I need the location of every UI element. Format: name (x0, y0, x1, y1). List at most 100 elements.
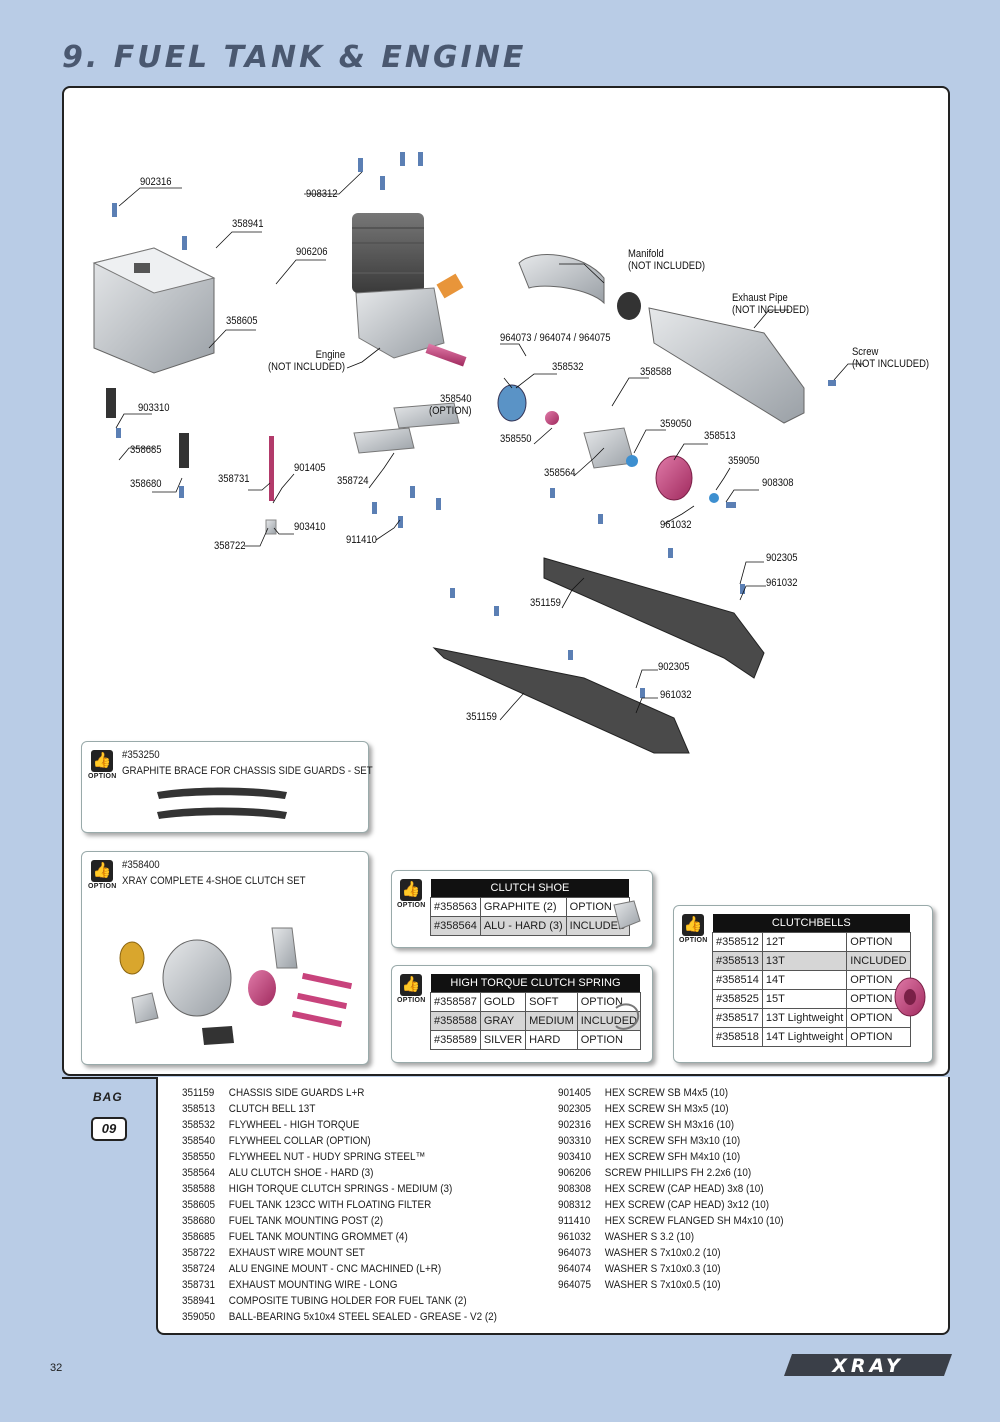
part-description: ALU CLUTCH SHOE - HARD (3) (228, 1167, 374, 1179)
page-title: 9. FUEL TANK & ENGINE (62, 40, 527, 75)
callout-358724: 358724 (337, 475, 369, 487)
table-row: #358563 GRAPHITE (2) OPTION (430, 897, 630, 917)
part-description: FLYWHEEL COLLAR (OPTION) (228, 1135, 371, 1147)
part-description: HEX SCREW FLANGED SH M4x10 (10) (604, 1215, 784, 1227)
part-code: 351159 (182, 1087, 215, 1099)
part-description: HEX SCREW SH M3x5 (10) (604, 1103, 729, 1115)
part-code: 903410 (558, 1151, 592, 1163)
callout-358722: 358722 (214, 540, 246, 552)
graphite-brace-option-box: 👍 OPTION #353250 GRAPHITE BRACE FOR CHAS… (81, 741, 373, 833)
part-code: 358532 (182, 1119, 216, 1131)
part-code: 358605 (182, 1199, 216, 1211)
clutch-set-option-box: 👍 OPTION #358400 XRAY COMPLETE 4-SHOE CL… (81, 851, 369, 1065)
part-description: WASHER S 7x10x0.3 (10) (604, 1263, 721, 1275)
clutch-shoe-header: CLUTCH SHOE (430, 879, 630, 898)
parts-list-item: 903410 HEX SCREW SFH M4x10 (10) (558, 1149, 784, 1165)
option-badge: 👍 OPTION (397, 879, 426, 909)
callout-359050-a: 359050 (660, 418, 692, 430)
part-code: 908308 (558, 1183, 592, 1195)
callout-908312: 908312 (306, 188, 338, 200)
callout-903410: 903410 (294, 521, 326, 533)
parts-list-left: 351159 CHASSIS SIDE GUARDS L+R 358513 CLUTC… (182, 1085, 532, 1325)
callout-906206: 906206 (296, 246, 328, 258)
callout-358513: 358513 (704, 430, 736, 442)
part-code: 358685 (182, 1231, 216, 1243)
callout-961032-a: 961032 (660, 519, 692, 531)
option-badge: 👍 OPTION (679, 914, 708, 944)
callout-manifold: Manifold (NOT INCLUDED) (628, 248, 706, 272)
clutch-shoe-option-box: 👍 OPTION CLUTCH SHOE #358563 GRAPHITE (2… (391, 870, 653, 948)
parts-list-item: 358588 HIGH TORQUE CLUTCH SPRINGS - MEDIU… (182, 1181, 497, 1197)
part-code: 358941 (182, 1295, 216, 1307)
option-badge: 👍 OPTION (397, 974, 426, 1004)
part-description: FLYWHEEL NUT - HUDY SPRING STEEL™ (228, 1151, 426, 1163)
part-description: HEX SCREW SFH M3x10 (10) (604, 1135, 741, 1147)
xray-logo: XRAY (784, 1354, 952, 1377)
part-description: BALL-BEARING 5x10x4 STEEL SEALED - GREAS… (228, 1311, 497, 1323)
part-code: 358513 (182, 1103, 216, 1115)
clutch-spring-option-box: 👍 OPTION HIGH TORQUE CLUTCH SPRING #3585… (391, 965, 653, 1063)
exploded-diagram-art (92, 152, 864, 754)
clutch-shoe-table: CLUTCH SHOE #358563 GRAPHITE (2) OPTION … (430, 879, 630, 936)
thumbs-up-icon: 👍 (91, 750, 113, 772)
brace-option-code: #353250 (122, 749, 160, 761)
part-code: 358588 (182, 1183, 216, 1195)
part-description: HEX SCREW SB M4x5 (10) (604, 1087, 729, 1099)
option-badge: 👍 OPTION (88, 750, 117, 780)
parts-list-item: 351159 CHASSIS SIDE GUARDS L+R (182, 1085, 497, 1101)
part-code: 964075 (558, 1279, 592, 1291)
option-badge: 👍 OPTION (88, 860, 117, 890)
callout-358605: 358605 (226, 315, 258, 327)
part-code: 901405 (558, 1087, 592, 1099)
bag-indicator: BAG 09 (62, 1077, 156, 1157)
callout-961032-c: 961032 (660, 689, 692, 701)
callout-358941: 358941 (232, 218, 264, 230)
part-description: EXHAUST WIRE MOUNT SET (228, 1247, 365, 1259)
parts-list-item: 964075 WASHER S 7x10x0.5 (10) (558, 1277, 784, 1293)
callout-358550: 358550 (500, 433, 532, 445)
part-code: 961032 (558, 1231, 592, 1243)
clutch-set-code: #358400 (122, 859, 160, 871)
part-description: HIGH TORQUE CLUTCH SPRINGS - MEDIUM (3) (228, 1183, 453, 1195)
part-description: WASHER S 7x10x0.5 (10) (604, 1279, 721, 1291)
callout-911410: 911410 (346, 534, 377, 546)
callout-358685: 358685 (130, 444, 162, 456)
part-code: 964074 (558, 1263, 592, 1275)
part-description: EXHAUST MOUNTING WIRE - LONG (228, 1279, 398, 1291)
callout-351159-b: 351159 (466, 711, 497, 723)
part-description: CLUTCH BELL 13T (228, 1103, 316, 1115)
part-description: ALU ENGINE MOUNT - CNC MACHINED (L+R) (228, 1263, 442, 1275)
thumbs-up-icon: 👍 (682, 914, 704, 936)
table-row: #358589 SILVER HARD OPTION (430, 1030, 641, 1050)
parts-list-item: 358513 CLUTCH BELL 13T (182, 1101, 497, 1117)
callout-964073: 964073 / 964074 / 964075 (500, 332, 611, 344)
part-code: 358540 (182, 1135, 216, 1147)
part-description: WASHER S 3.2 (10) (604, 1231, 695, 1243)
clutch-spring-table: HIGH TORQUE CLUTCH SPRING #358587 GOLD S… (430, 974, 641, 1050)
part-code: 908312 (558, 1199, 592, 1211)
part-description: CHASSIS SIDE GUARDS L+R (228, 1087, 365, 1099)
bag-number: 09 (91, 1117, 127, 1141)
part-description: HEX SCREW SFH M4x10 (10) (604, 1151, 741, 1163)
callout-358532: 358532 (552, 361, 584, 373)
parts-list-item: 961032 WASHER S 3.2 (10) (558, 1229, 784, 1245)
callout-358680: 358680 (130, 478, 162, 490)
part-code: 358724 (182, 1263, 216, 1275)
callout-engine: Engine (NOT INCLUDED) (268, 349, 346, 373)
clutch-set-art (119, 927, 353, 1045)
